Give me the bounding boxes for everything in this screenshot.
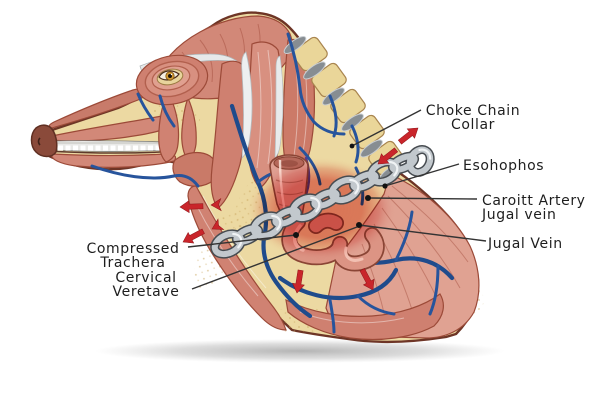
pressure-arrow-up-right: [397, 127, 419, 145]
leader-cervical-vertebrae: [191, 226, 358, 290]
leader-choke-chain: [351, 109, 422, 147]
mouth-teeth: [53, 140, 171, 154]
pressure-arrow-down-left-top: [377, 147, 399, 165]
floor-shadow: [95, 339, 505, 363]
label-choke-chain-line1: Choke Chain: [426, 103, 520, 119]
pressure-wedge-left: [210, 198, 222, 212]
leader-compressed-trachea: [187, 234, 297, 248]
label-compressed-line1: Compressed: [86, 241, 179, 257]
label-carotid-line2: Jugal vein: [481, 207, 556, 223]
leader-carotid: [367, 197, 478, 200]
pressure-wedge-down-left: [211, 218, 225, 230]
pressure-arrow-left: [179, 200, 204, 214]
fascia-neck: [241, 51, 253, 160]
eye-pupil: [168, 74, 172, 78]
label-cervical-line1: Cervical: [115, 270, 176, 286]
label-carotid-line1: Caroitt Artery: [482, 193, 586, 209]
pressure-arrow-down-right: [359, 268, 375, 291]
callout-dot-jugular: [356, 222, 362, 228]
leader-esophagus: [384, 163, 460, 187]
nose: [30, 124, 58, 158]
labels: Choke Chain Collar Esohophos Caroitt Art…: [86, 103, 586, 300]
leader-jugular: [358, 224, 487, 242]
pressure-arrow-down-left: [182, 228, 205, 244]
callout-dot-compressed-trachea: [293, 232, 299, 238]
choke-chain: [210, 145, 435, 259]
label-compressed-line2: Trachera: [99, 255, 165, 271]
label-cervical-line2: Veretave: [113, 284, 180, 300]
pressure-arrows: [179, 127, 419, 294]
eye-orbital-muscle: [135, 54, 209, 106]
callout-dot-esophagus: [382, 183, 388, 189]
callout-dot-choke-chain: [349, 143, 355, 149]
callout-dot-carotid: [365, 195, 371, 201]
label-esophagus: Esohophos: [463, 158, 544, 174]
label-choke-chain-line2: Collar: [451, 117, 495, 133]
pressure-arrow-down: [292, 269, 305, 294]
callout-leaders: [187, 109, 487, 290]
label-jugular-vein: Jugal Vein: [487, 236, 563, 252]
